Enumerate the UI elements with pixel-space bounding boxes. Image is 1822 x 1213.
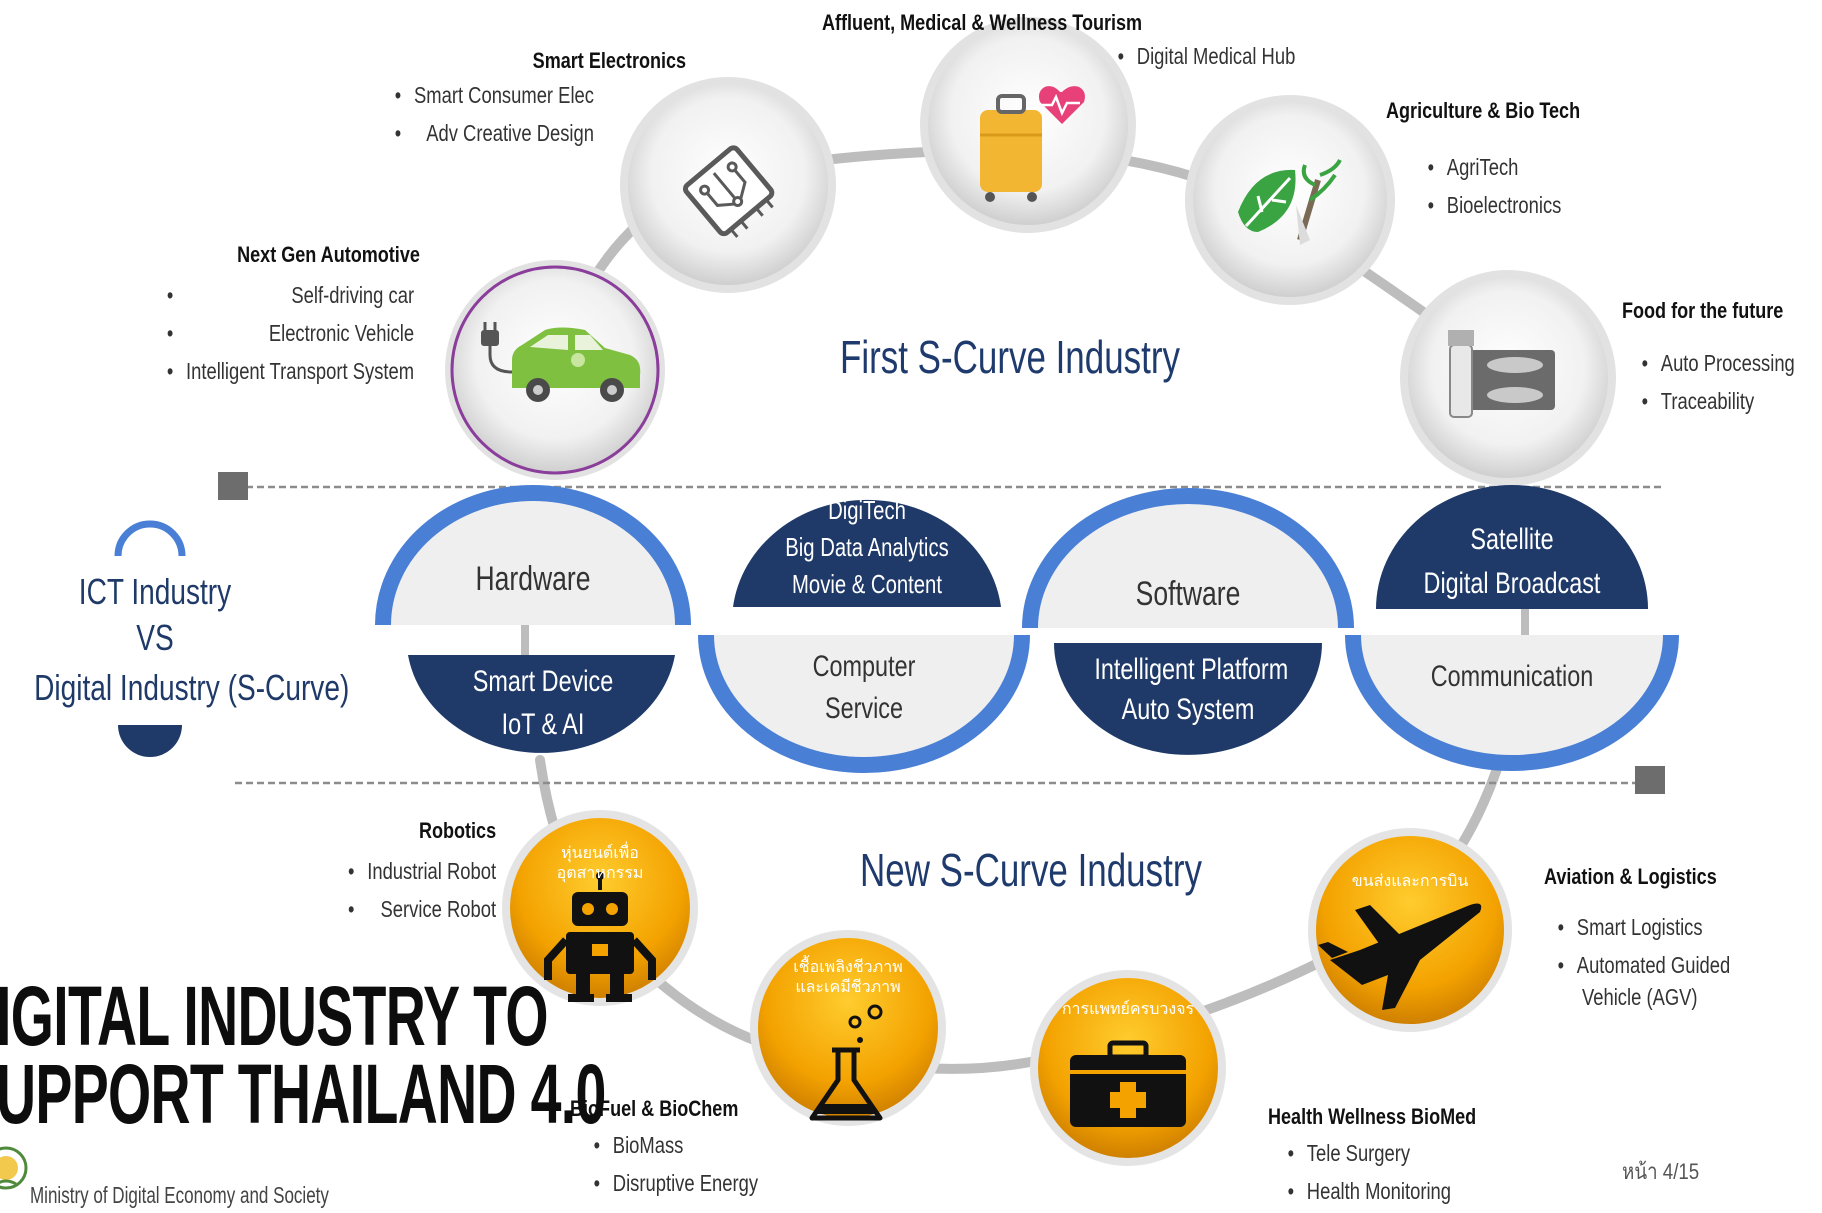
robotics-bullet: Industrial Robot [346,852,496,890]
aviation-heading: Aviation & Logistics [1544,864,1717,889]
aviation-bullets: Smart Logistics Automated Guided [1556,908,1774,984]
ev-car-icon [481,322,641,402]
ministry-name: Ministry of Digital Economy and Society [30,1182,329,1208]
robotics-bullet: Service Robot [346,890,496,928]
computer-service-segment [698,634,1030,773]
page-number: หน้า 4/15 [1622,1159,1700,1184]
food-bullets: Auto Processing Traceability [1640,344,1822,420]
robot-icon [544,872,656,1002]
automotive-bullets: Self-driving car Electronic Vehicle Inte… [103,276,414,390]
satellite-segment [1376,485,1648,609]
airplane-icon [1318,903,1482,1010]
aviation-bullet: Smart Logistics [1556,908,1730,946]
electronics-bullet: Adv Creative Design [393,114,594,152]
digital-broadcast-label: Digital Broadcast [1423,567,1601,600]
electronics-bullets: Smart Consumer Elec Adv Creative Design [343,76,594,152]
service-label: Service [824,692,904,725]
automotive-bullet: Self-driving car [165,276,414,314]
software-segment [1022,488,1354,629]
robotics-bullets: Industrial Robot Service Robot [309,852,496,928]
intelligent-platform-segment [1054,643,1322,755]
biofuel-bullets: BioMass Disruptive Energy [592,1126,800,1202]
electronics-heading: Smart Electronics [532,48,686,73]
agriculture-bullets: AgriTech Bioelectronics [1426,148,1595,224]
digitech-label: DigiTech [828,495,906,525]
automotive-bullet: Electronic Vehicle [165,314,414,352]
new-curve-title: New S-Curve Industry [860,844,1202,896]
ministry-emblem-icon [0,1146,28,1190]
canned-fish-icon [1448,330,1555,418]
robotics-heading: Robotics [418,818,496,843]
agriculture-bullet: AgriTech [1426,148,1561,186]
biofuel-circle [750,930,946,1126]
auto-system-label: Auto System [1121,693,1255,726]
movie-content-label: Movie & Content [792,569,942,599]
agriculture-heading: Agriculture & Bio Tech [1386,98,1581,123]
health-bullet: Tele Surgery [1286,1134,1451,1172]
tourism-bullets: Digital Medical Hub [1116,37,1340,75]
legend-vs-label: VS [136,617,174,658]
smart-device-segment [408,655,675,753]
hardware-label: Hardware [475,560,591,598]
biofuel-thai-label-2: และเคมีชีวภาพ [795,977,900,996]
leaf-plant-icon [1238,159,1342,245]
aviation-bullet-continuation: Vehicle (AGV) [1582,984,1698,1010]
digitech-segment [733,499,1001,607]
computer-label: Computer [812,650,916,683]
hardware-segment [375,485,691,626]
tourism-heading: Affluent, Medical & Wellness Tourism [822,10,1143,35]
medical-kit-icon [1070,1040,1186,1127]
tourism-bullet: Digital Medical Hub [1116,37,1296,75]
communication-label: Communication [1430,660,1594,693]
legend-ict-label: ICT Industry [78,571,232,612]
legend-digital-label: Digital Industry (S-Curve) [34,667,350,708]
title-line-2: UPPORT THAILAND 4.0 [0,1047,606,1141]
satellite-label: Satellite [1470,523,1554,556]
biofuel-bullet: Disruptive Energy [592,1164,758,1202]
biofuel-bullet: BioMass [592,1126,758,1164]
first-curve-title: First S-Curve Industry [840,331,1180,383]
biofuel-thai-label-1: เชื้อเพลิงชีวภาพ [793,955,903,976]
automotive-bullet: Intelligent Transport System [165,352,414,390]
food-heading: Food for the future [1622,298,1784,323]
agriculture-bullet: Bioelectronics [1426,186,1562,224]
title-line-1: IGITAL INDUSTRY TO [0,969,548,1063]
software-label: Software [1135,575,1241,613]
suitcase-heart-icon [980,86,1085,202]
health-bullet: Health Monitoring [1286,1172,1451,1210]
automotive-heading: Next Gen Automotive [237,242,420,267]
aviation-thai-label: ขนส่งและการบิน [1352,871,1469,890]
communication-segment [1345,634,1679,771]
electronics-bullet: Smart Consumer Elec [393,76,594,114]
food-bullet: Auto Processing [1640,344,1795,382]
intelligent-platform-label: Intelligent Platform [1094,653,1289,686]
circuit-board-icon [682,145,775,238]
smart-device-label: Smart Device [472,665,614,698]
robotics-thai-label-1: หุ่นยนต์เพื่อ [561,841,639,863]
health-heading: Health Wellness BioMed [1268,1104,1477,1129]
food-bullet: Traceability [1640,382,1795,420]
robotics-thai-label-2: อุตสาหกรรม [557,863,644,883]
health-thai-label: การแพทย์ครบวงจร [1062,999,1195,1018]
iot-ai-label: IoT & AI [501,708,585,741]
legend-digital-arc [118,725,182,757]
health-bullets: Tele Surgery Health Monitoring [1286,1134,1492,1210]
flask-icon [809,1004,883,1121]
aviation-bullet: Automated Guided [1556,946,1731,984]
legend-ict-arc [114,520,186,557]
big-data-label: Big Data Analytics [785,532,949,562]
biofuel-heading: BioFuel & BioChem [570,1096,739,1121]
